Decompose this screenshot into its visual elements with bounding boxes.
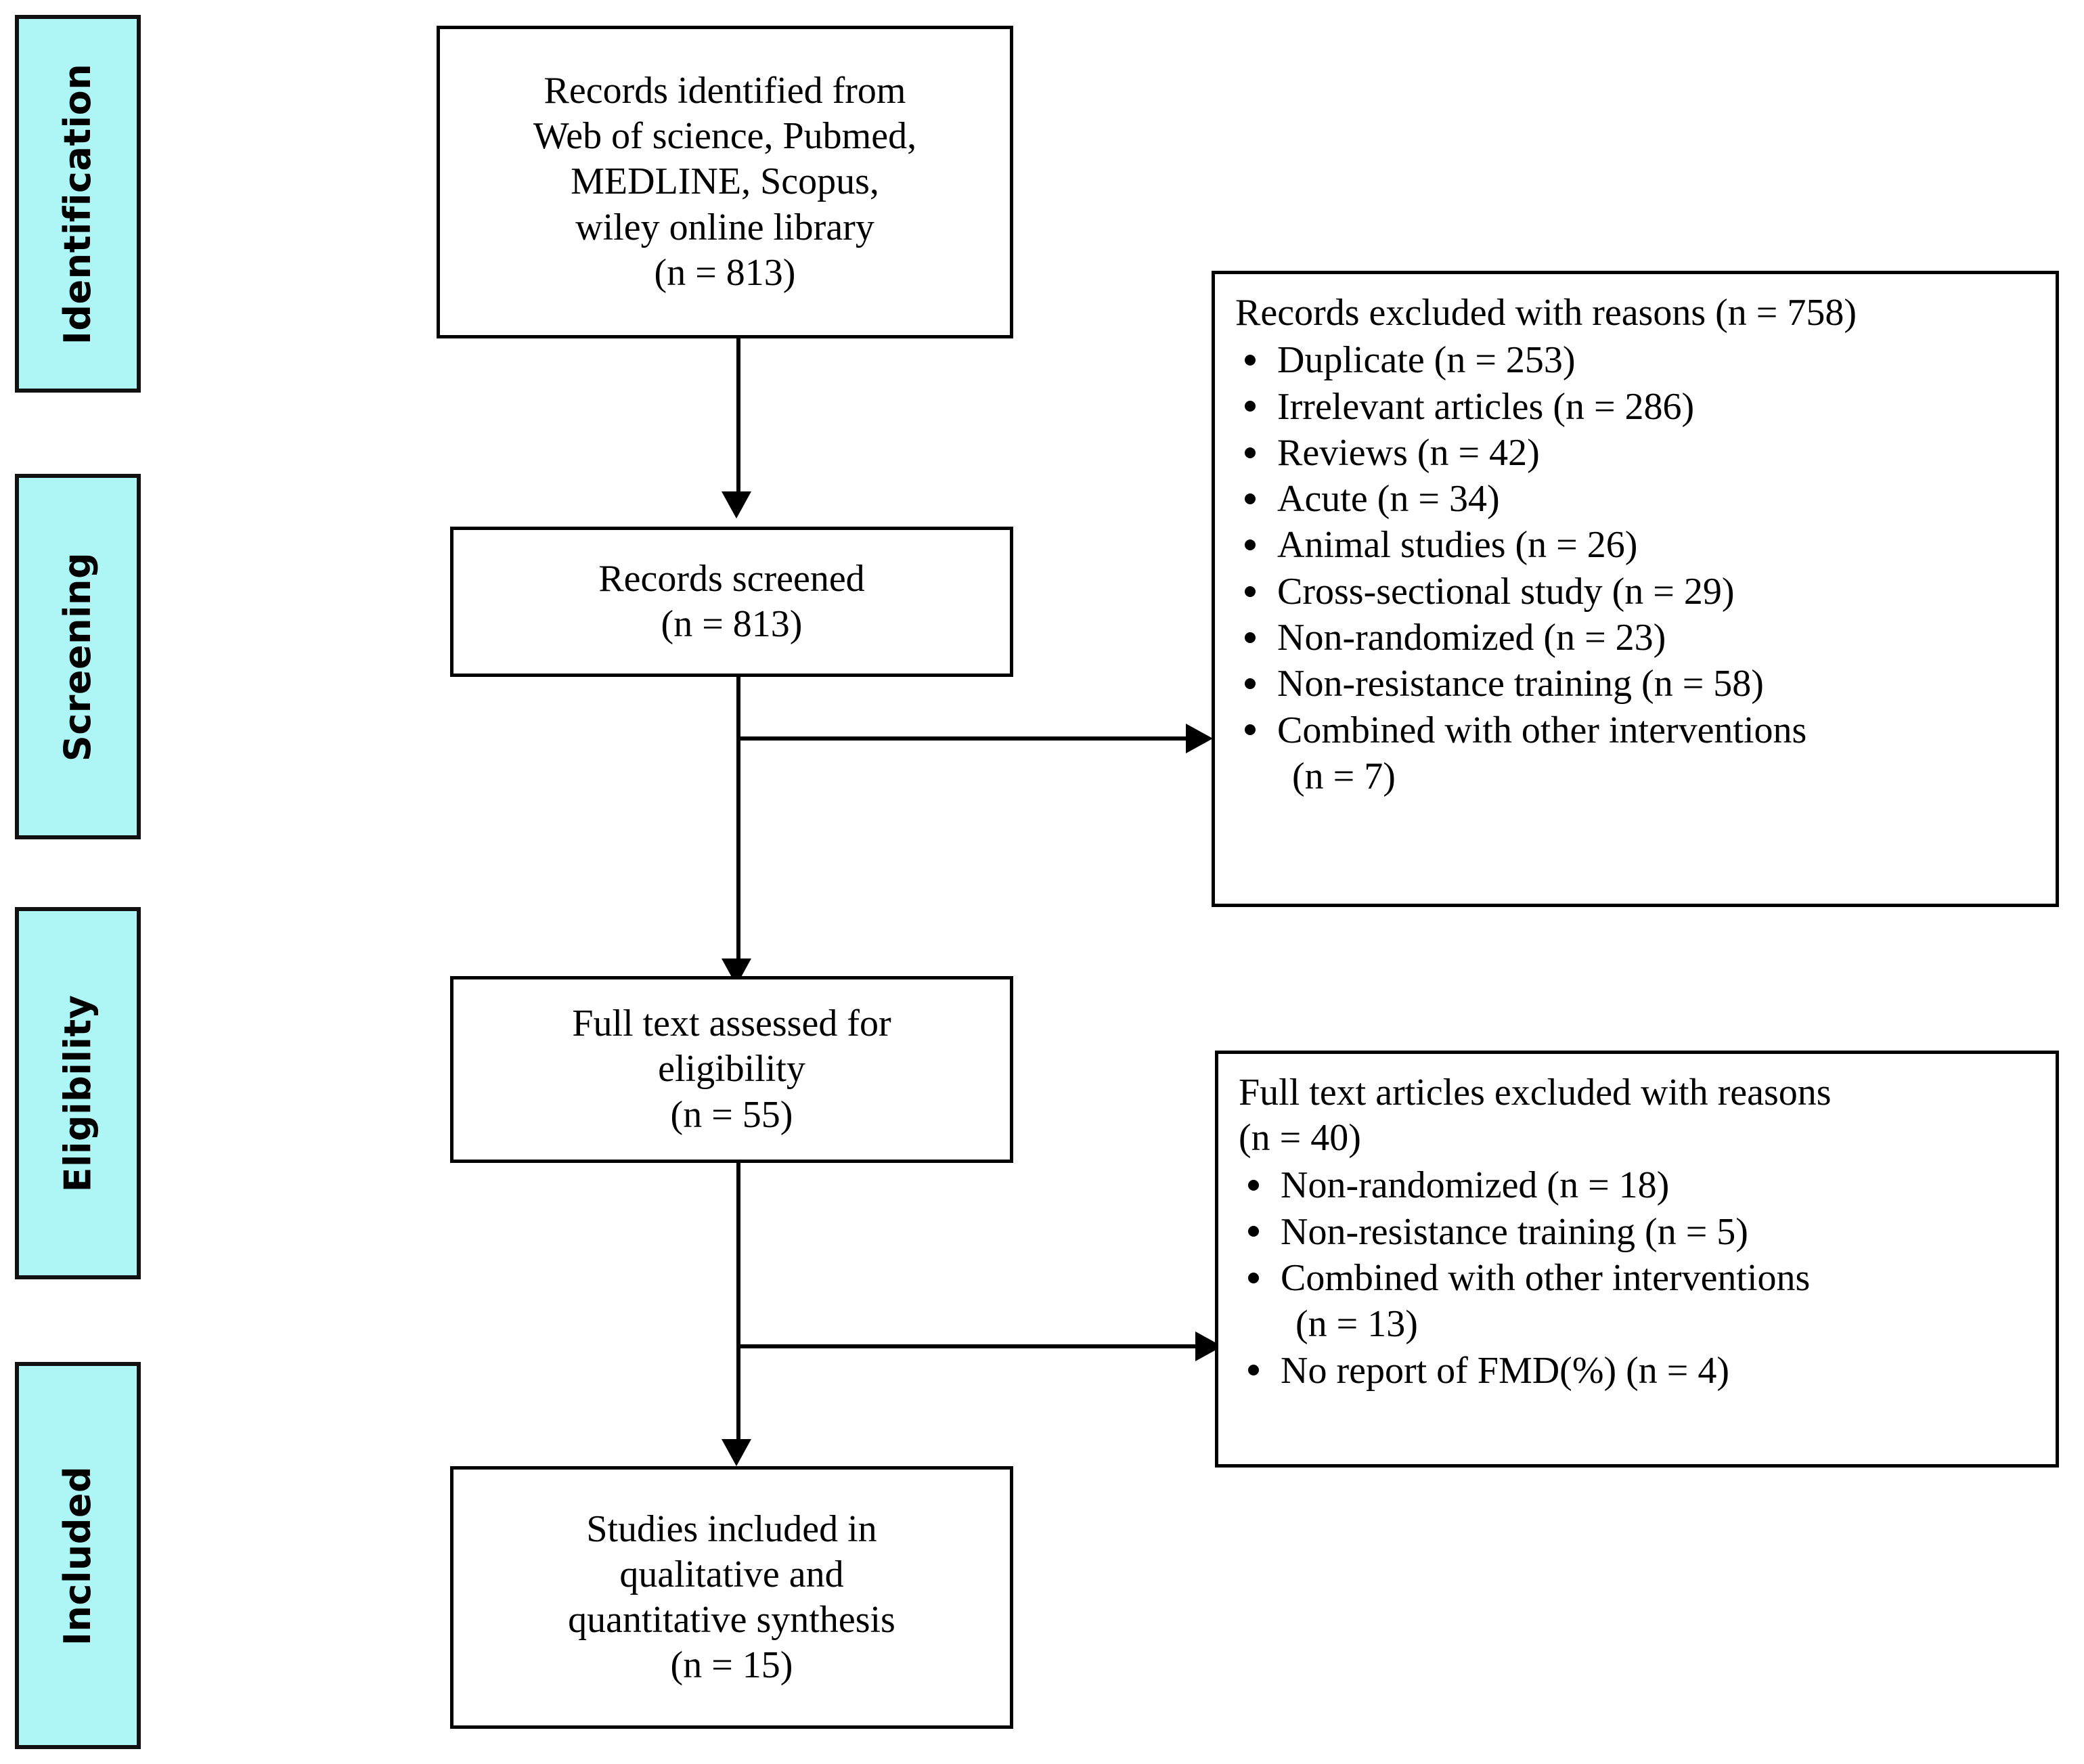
connector-identified-to-screened — [736, 338, 740, 493]
records-identified-text: Records identified from Web of science, … — [533, 70, 917, 294]
stage-label-identification: Identification — [56, 63, 99, 345]
connector-fulltext-to-included — [736, 1163, 740, 1442]
list-item: No report of FMD(%) (n = 4) — [1239, 1348, 2038, 1394]
bullet-icon — [1248, 1365, 1259, 1376]
records-screened-text: Records screened (n = 813) — [598, 557, 865, 645]
stage-box-screening: Screening — [15, 474, 141, 839]
records-excluded-list: Duplicate (n = 253) Irrelevant articles … — [1235, 337, 2038, 799]
list-item: Non-randomized (n = 23) — [1235, 615, 2038, 661]
flow-box-records-identified: Records identified from Web of science, … — [437, 26, 1013, 338]
bullet-icon — [1245, 447, 1256, 458]
flow-box-records-screened: Records screened (n = 813) — [450, 527, 1013, 677]
list-item: Acute (n = 34) — [1235, 476, 2038, 522]
bullet-icon — [1245, 539, 1256, 551]
bullet-icon — [1245, 493, 1256, 504]
stage-box-identification: Identification — [15, 15, 141, 393]
list-item: Duplicate (n = 253) — [1235, 337, 2038, 383]
bullet-icon — [1245, 632, 1256, 643]
full-text-assessed-text: Full text assessed for eligibility (n = … — [572, 1002, 891, 1136]
list-item: Irrelevant articles (n = 286) — [1235, 384, 2038, 430]
full-text-excluded-heading: Full text articles excluded with reasons… — [1239, 1072, 1832, 1160]
stage-box-eligibility: Eligibility — [15, 907, 141, 1279]
full-text-excluded-list: Non-randomized (n = 18) Non-resistance t… — [1239, 1162, 2038, 1394]
list-item: Combined with other interventions (n = 7… — [1235, 707, 2038, 800]
connector-screened-to-fulltext — [736, 677, 740, 961]
arrow-down-to-included — [722, 1439, 751, 1466]
bullet-icon — [1248, 1180, 1259, 1191]
arrow-right-to-records-excluded — [1186, 724, 1213, 753]
bullet-icon — [1248, 1272, 1259, 1283]
list-item: Non-resistance training (n = 5) — [1239, 1209, 2038, 1255]
list-item: Non-resistance training (n = 58) — [1235, 661, 2038, 707]
bullet-icon — [1245, 401, 1256, 412]
exclusion-box-full-text-excluded: Full text articles excluded with reasons… — [1215, 1051, 2059, 1468]
list-item: Combined with other interventions (n = 1… — [1239, 1255, 2038, 1348]
bullet-icon — [1245, 724, 1256, 736]
bullet-icon — [1248, 1226, 1259, 1237]
exclusion-box-records-excluded: Records excluded with reasons (n = 758) … — [1212, 271, 2059, 907]
flow-box-full-text-assessed: Full text assessed for eligibility (n = … — [450, 976, 1013, 1163]
arrow-down-to-screened — [722, 491, 751, 519]
stage-label-eligibility: Eligibility — [56, 994, 99, 1192]
stage-label-screening: Screening — [56, 552, 99, 762]
list-item: Non-randomized (n = 18) — [1239, 1162, 2038, 1208]
list-item: Reviews (n = 42) — [1235, 430, 2038, 476]
list-item: Cross-sectional study (n = 29) — [1235, 569, 2038, 615]
stage-label-included: Included — [56, 1465, 99, 1646]
bullet-icon — [1245, 678, 1256, 690]
flow-box-studies-included: Studies included in qualitative and quan… — [450, 1466, 1013, 1729]
list-item: Animal studies (n = 26) — [1235, 522, 2038, 568]
bullet-icon — [1245, 586, 1256, 597]
connector-fulltext-to-exclusions — [736, 1344, 1198, 1348]
bullet-icon — [1245, 354, 1256, 366]
stage-box-included: Included — [15, 1362, 141, 1749]
connector-screened-to-exclusions — [736, 736, 1189, 741]
studies-included-text: Studies included in qualitative and quan… — [568, 1507, 895, 1687]
records-excluded-heading: Records excluded with reasons (n = 758) — [1235, 292, 1857, 334]
